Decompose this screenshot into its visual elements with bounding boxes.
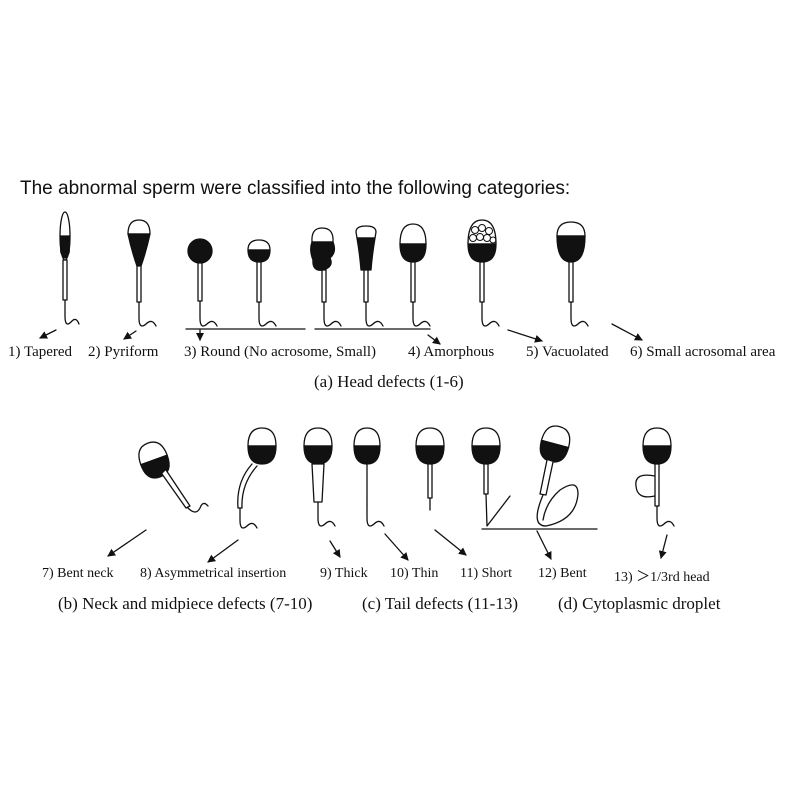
sperm-thin-midpiece — [353, 427, 385, 527]
sperm-bent-neck — [138, 441, 209, 513]
sperm-amorphous-1 — [310, 227, 342, 327]
caption-tail-defects: (c) Tail defects (11-13) — [362, 594, 518, 613]
sperm-amorphous-2 — [355, 225, 384, 327]
sperm-cytoplasmic-droplet — [635, 427, 675, 527]
sperm-pyriform — [127, 219, 157, 327]
caption-neck-midpiece-defects: (b) Neck and midpiece defects (7-10) — [58, 594, 313, 613]
label-thin: 10) Thin — [390, 566, 439, 581]
caption-cytoplasmic-droplet: (d) Cytoplasmic droplet — [558, 594, 721, 613]
label-thick: 9) Thick — [320, 566, 368, 581]
sperm-round-no-acrosome — [187, 238, 218, 327]
label-arrows-row2 — [107, 529, 668, 563]
label-small-acrosomal-area: 6) Small acrosomal area — [630, 344, 776, 360]
sperm-bent-tail-1 — [471, 427, 511, 527]
label-amorphous: 4) Amorphous — [408, 344, 495, 360]
sperm-tapered — [59, 211, 80, 325]
sperm-short-tail — [415, 427, 445, 511]
sperm-asymmetrical-insertion — [237, 427, 277, 529]
sperm-small-acrosomal-area — [556, 221, 589, 327]
label-pyriform: 2) Pyriform — [88, 344, 159, 360]
caption-head-defects: (a) Head defects (1-6) — [314, 372, 464, 391]
label-droplet: 13) ＞1/3rd head — [614, 570, 710, 585]
sperm-bent-tail-2 — [536, 425, 579, 527]
label-vacuolated: 5) Vacuolated — [526, 344, 609, 360]
label-asymmetrical-insertion: 8) Asymmetrical insertion — [140, 566, 287, 581]
intro-sentence: The abnormal sperm were classified into … — [20, 178, 571, 199]
label-arrows-row1 — [39, 323, 643, 345]
sperm-amorphous-3 — [399, 223, 431, 327]
sperm-round-small — [247, 239, 277, 327]
label-bent-neck: 7) Bent neck — [42, 566, 114, 581]
sperm-thick-midpiece — [303, 427, 336, 527]
label-tapered: 1) Tapered — [8, 344, 73, 360]
sperm-vacuolated — [467, 219, 500, 327]
label-round: 3) Round (No acrosome, Small) — [184, 344, 377, 360]
label-bent: 12) Bent — [538, 566, 587, 581]
label-short: 11) Short — [460, 566, 512, 581]
